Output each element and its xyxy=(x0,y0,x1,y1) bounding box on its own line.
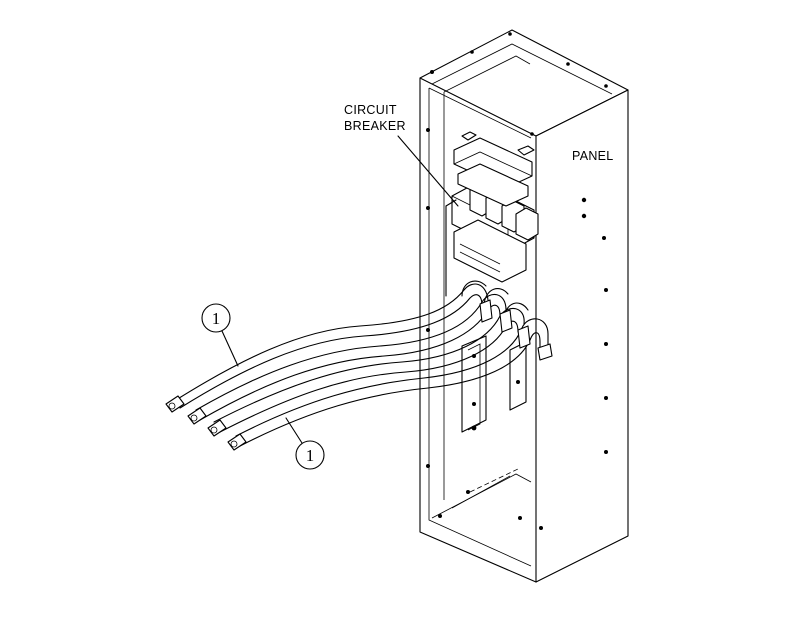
cable-bundle xyxy=(175,280,553,447)
cable-lugs xyxy=(165,395,247,451)
cable-lug xyxy=(165,395,185,413)
cable-lug xyxy=(227,433,247,451)
cable xyxy=(235,318,549,437)
callout-1-upper: 1 xyxy=(201,303,239,367)
bus-bar-assembly xyxy=(461,335,527,433)
callout-number: 1 xyxy=(212,309,221,328)
circuit-breaker-leader-line xyxy=(397,135,459,207)
enclosure-side xyxy=(535,89,629,583)
callout-leader-line xyxy=(221,330,239,367)
callout-circle xyxy=(295,440,325,470)
enclosure-front-frame xyxy=(419,77,537,583)
callout-circle xyxy=(201,303,231,333)
circuit-breaker-label-line2: BREAKER xyxy=(344,119,406,133)
circuit-breaker-label-line1: CIRCUIT xyxy=(344,103,397,117)
cable-lug xyxy=(187,407,207,425)
cable-lug xyxy=(207,419,227,437)
panel-label: PANEL xyxy=(572,149,614,163)
cable xyxy=(195,293,507,411)
callout-1-lower: 1 xyxy=(285,417,325,470)
circuit-breaker-assembly xyxy=(445,131,539,297)
cable xyxy=(175,283,489,401)
callout-number: 1 xyxy=(306,446,315,465)
panel-enclosure xyxy=(419,29,629,583)
callout-leader-line xyxy=(285,417,303,444)
cable xyxy=(213,307,525,423)
circuit-breaker-label: CIRCUIT BREAKER xyxy=(344,103,459,207)
